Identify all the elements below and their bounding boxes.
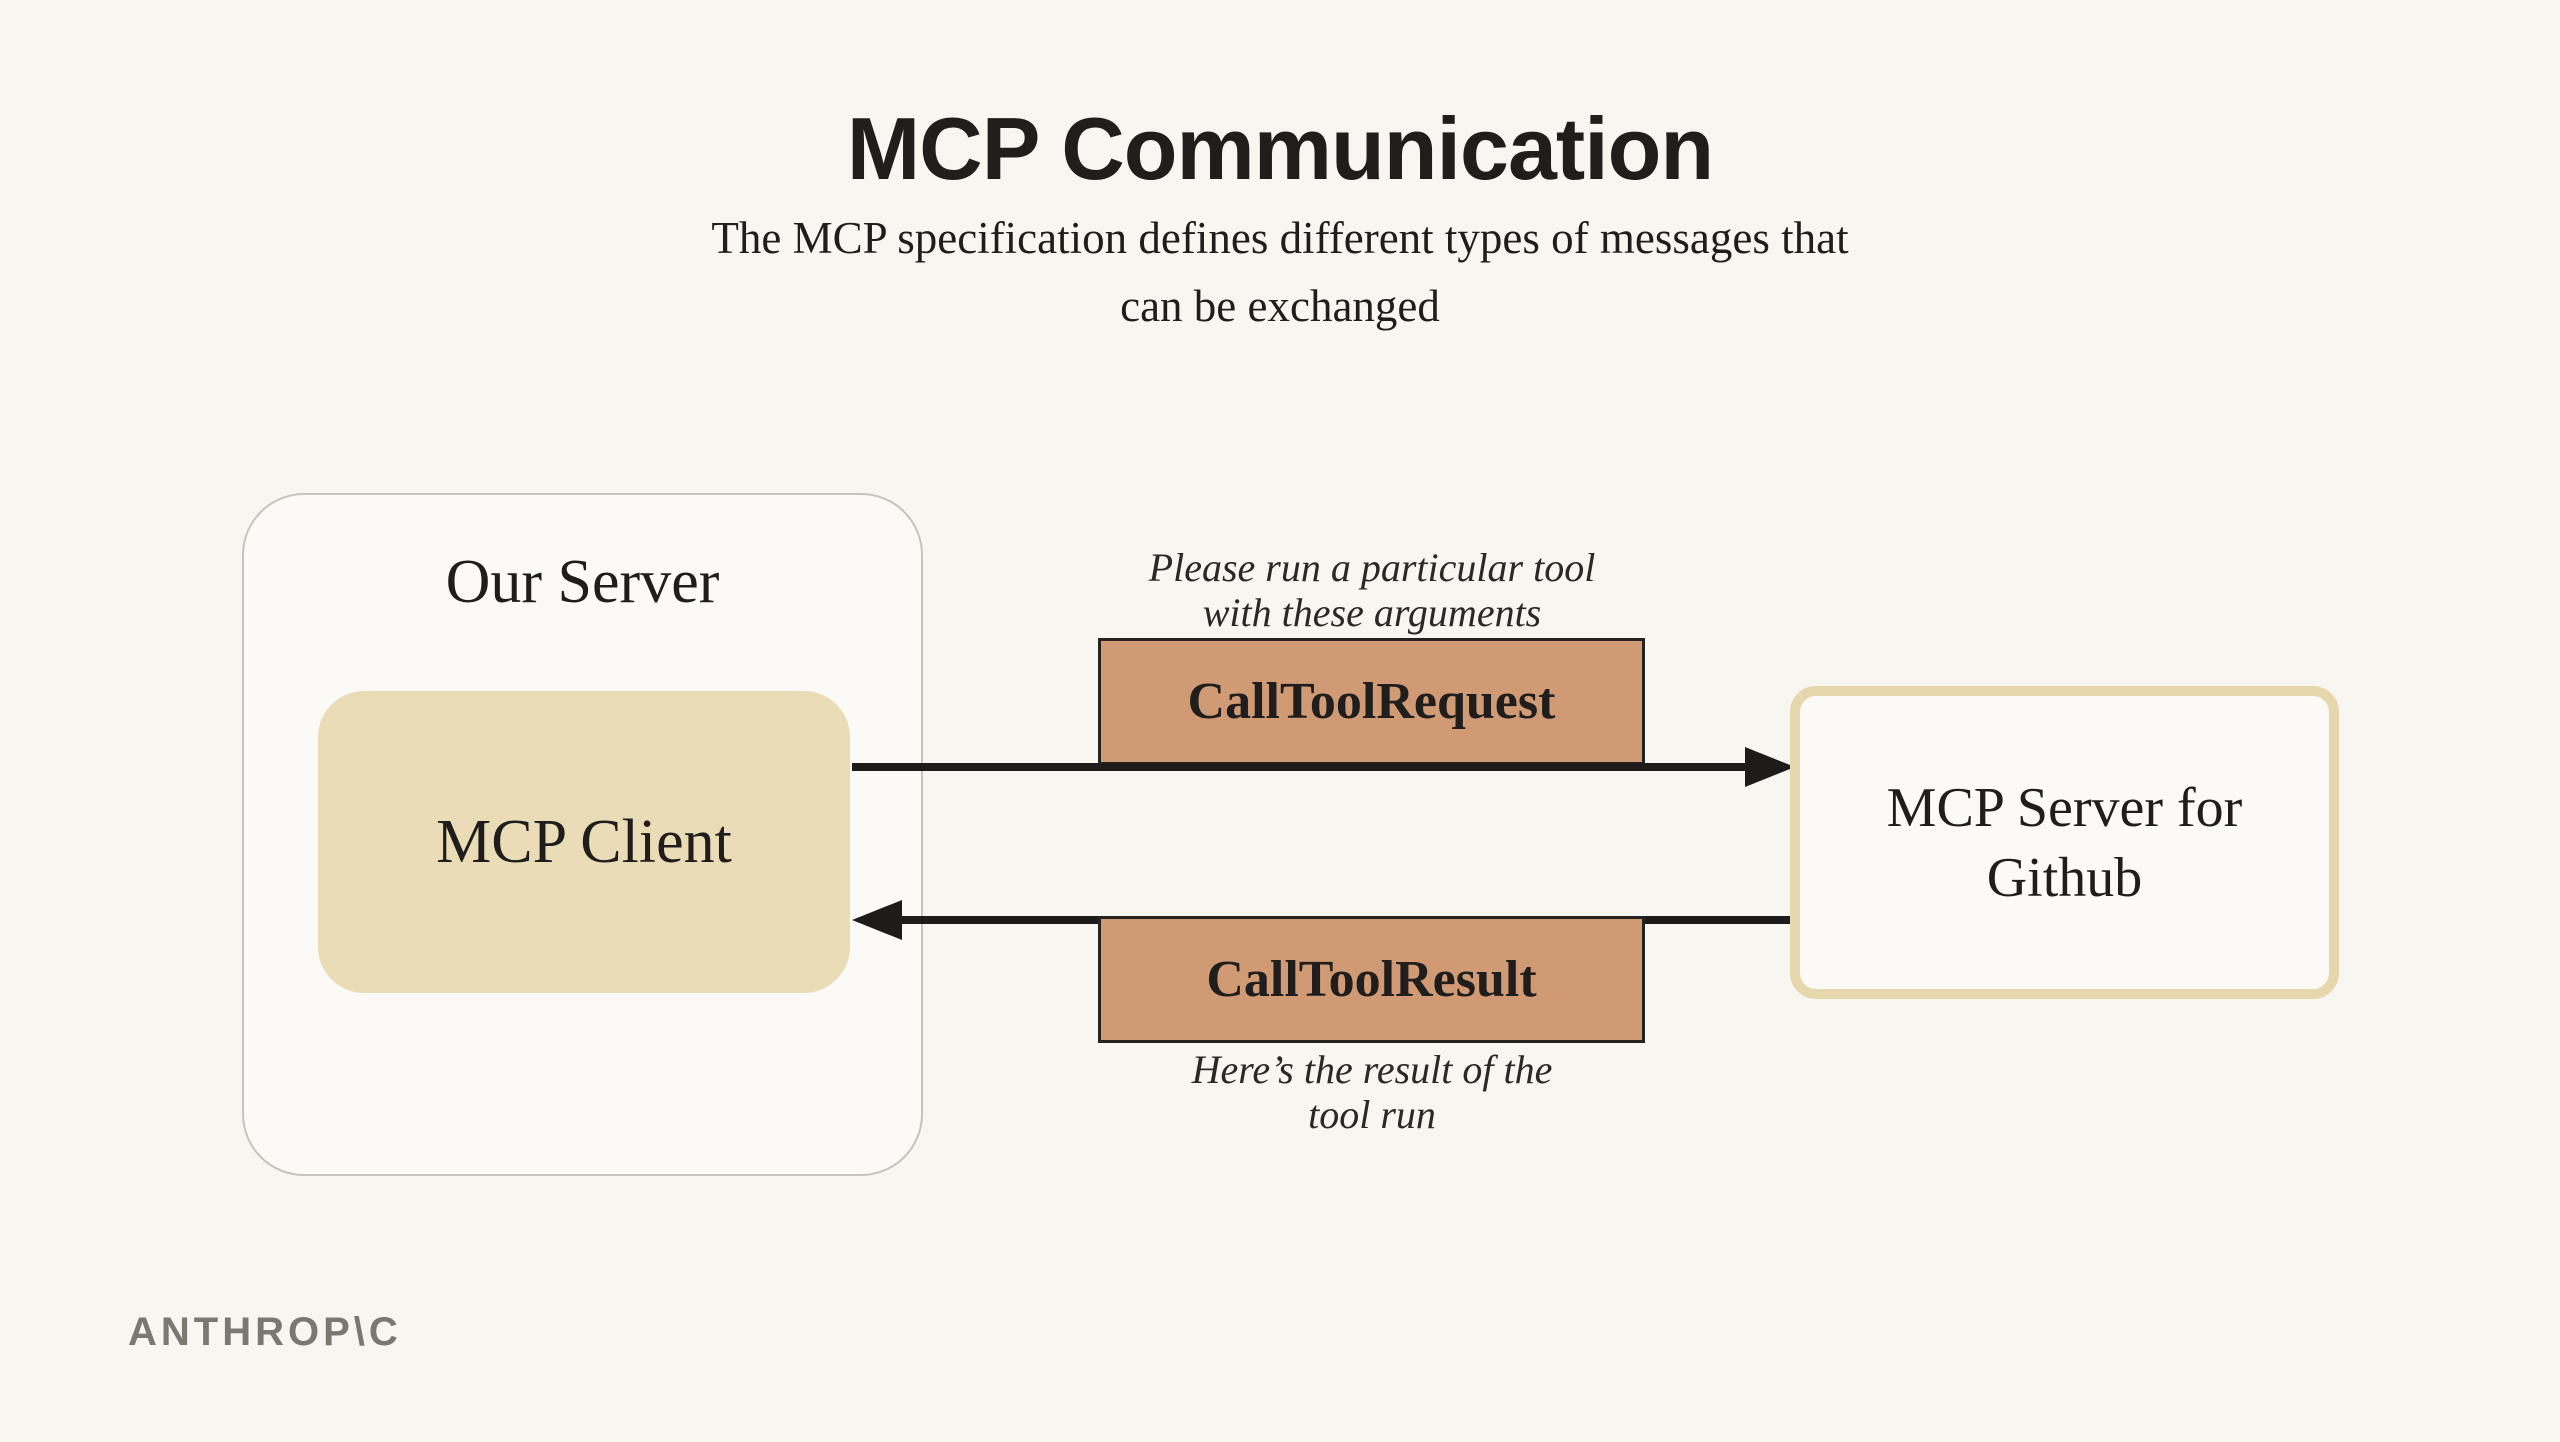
- mcp-client-label: MCP Client: [436, 807, 732, 876]
- mcp-server-label: MCP Server for Github: [1887, 773, 2243, 913]
- our-server-label: Our Server: [445, 548, 720, 616]
- slide-subtitle: The MCP specification defines different …: [0, 204, 2560, 340]
- mcp-client-box: MCP Client: [318, 691, 850, 993]
- calltoolrequest-box: CallToolRequest: [1098, 638, 1645, 765]
- request-annotation-line1: Please run a particular tool: [1148, 545, 1596, 590]
- mcp-server-label-line2: Github: [1986, 846, 2143, 909]
- calltoolrequest-arrow: [852, 763, 1745, 771]
- calltoolresult-label: CallToolResult: [1206, 951, 1537, 1008]
- slide-title: MCP Communication: [846, 99, 1714, 198]
- mcp-server-label-line1: MCP Server for: [1886, 776, 2243, 839]
- arrowhead-right-icon: [1745, 747, 1795, 787]
- mcp-server-box: MCP Server for Github: [1790, 686, 2339, 999]
- result-annotation-line2: tool run: [1308, 1092, 1436, 1137]
- result-annotation: Here’s the result of the tool run: [1022, 1047, 1722, 1137]
- calltoolrequest-label: CallToolRequest: [1187, 673, 1556, 730]
- request-annotation-line2: with these arguments: [1202, 590, 1542, 635]
- slide-subtitle-line2: can be exchanged: [1120, 281, 1440, 331]
- slide-subtitle-line1: The MCP specification defines different …: [711, 213, 1849, 263]
- calltoolresult-box: CallToolResult: [1098, 916, 1645, 1043]
- anthropic-logo: ANTHROP\C: [128, 1310, 402, 1354]
- result-annotation-line1: Here’s the result of the: [1191, 1047, 1553, 1092]
- arrowhead-left-icon: [852, 900, 902, 940]
- request-annotation: Please run a particular tool with these …: [1022, 545, 1722, 635]
